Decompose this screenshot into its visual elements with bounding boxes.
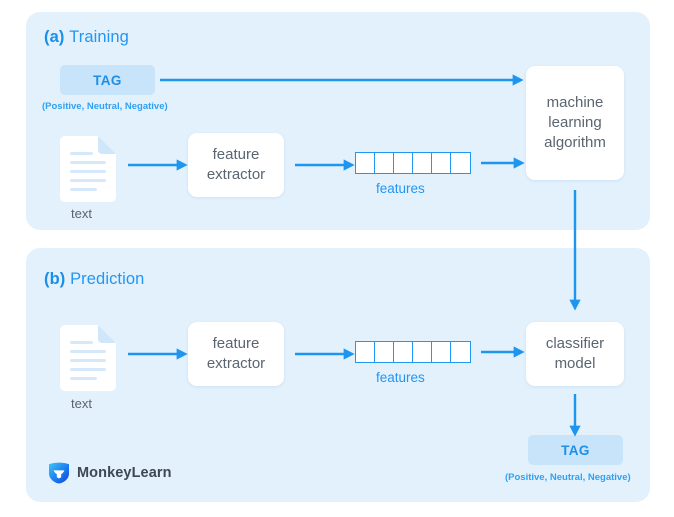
feature-cell bbox=[394, 153, 413, 173]
feature-cell bbox=[451, 153, 470, 173]
prediction-tag-chip-label: TAG bbox=[561, 442, 590, 458]
prediction-heading-prefix: (b) bbox=[44, 270, 66, 288]
brand-name: MonkeyLearn bbox=[77, 465, 172, 481]
training-feature-extractor-line1: feature bbox=[212, 146, 260, 164]
prediction-tag-chip: TAG bbox=[528, 435, 623, 465]
training-features-label: features bbox=[376, 181, 425, 196]
prediction-feature-extractor-line2: extractor bbox=[206, 355, 266, 372]
prediction-tag-caption: (Positive, Neutral, Negative) bbox=[505, 472, 631, 483]
feature-cell bbox=[375, 153, 394, 173]
document-icon-svg bbox=[60, 136, 116, 202]
feature-cell bbox=[432, 153, 451, 173]
prediction-features-label: features bbox=[376, 370, 425, 385]
training-heading-name: Training bbox=[69, 28, 129, 46]
classifier-model-line1: classifier bbox=[545, 335, 605, 353]
document-icon bbox=[60, 136, 116, 202]
feature-cell bbox=[356, 342, 375, 362]
ml-algorithm-line1: machine bbox=[546, 94, 604, 112]
prediction-feature-extractor-line1: feature bbox=[212, 335, 260, 353]
training-heading-prefix: (a) bbox=[44, 28, 65, 46]
document-icon bbox=[60, 325, 116, 391]
prediction-heading-name: Prediction bbox=[70, 270, 145, 288]
feature-cell bbox=[432, 342, 451, 362]
monkeylearn-logo-icon bbox=[49, 462, 69, 484]
ml-algorithm-line2: learning bbox=[548, 114, 602, 132]
feature-cell bbox=[356, 153, 375, 173]
classifier-model-line2: model bbox=[554, 355, 596, 372]
training-feature-extractor-line2: extractor bbox=[206, 166, 266, 183]
prediction-feature-extractor-box: feature extractor bbox=[188, 322, 284, 386]
training-features-vector bbox=[355, 152, 471, 174]
feature-cell bbox=[375, 342, 394, 362]
prediction-features-vector bbox=[355, 341, 471, 363]
document-icon-svg bbox=[60, 325, 116, 391]
training-feature-extractor-box: feature extractor bbox=[188, 133, 284, 197]
training-tag-caption: (Positive, Neutral, Negative) bbox=[42, 101, 168, 112]
feature-cell bbox=[451, 342, 470, 362]
ml-algorithm-line3: algorithm bbox=[544, 133, 606, 151]
training-heading: (a) Training bbox=[44, 28, 129, 47]
training-document-label: text bbox=[71, 206, 92, 221]
prediction-heading: (b) Prediction bbox=[44, 270, 144, 289]
training-tag-chip: TAG bbox=[60, 65, 155, 95]
prediction-document-label: text bbox=[71, 396, 92, 411]
brand-logo: MonkeyLearn bbox=[48, 462, 172, 484]
training-tag-chip-label: TAG bbox=[93, 72, 122, 88]
classifier-model-box: classifier model bbox=[526, 322, 624, 386]
machine-learning-algorithm-box: machine learning algorithm bbox=[526, 66, 624, 180]
feature-cell bbox=[413, 342, 432, 362]
feature-cell bbox=[413, 153, 432, 173]
feature-cell bbox=[394, 342, 413, 362]
